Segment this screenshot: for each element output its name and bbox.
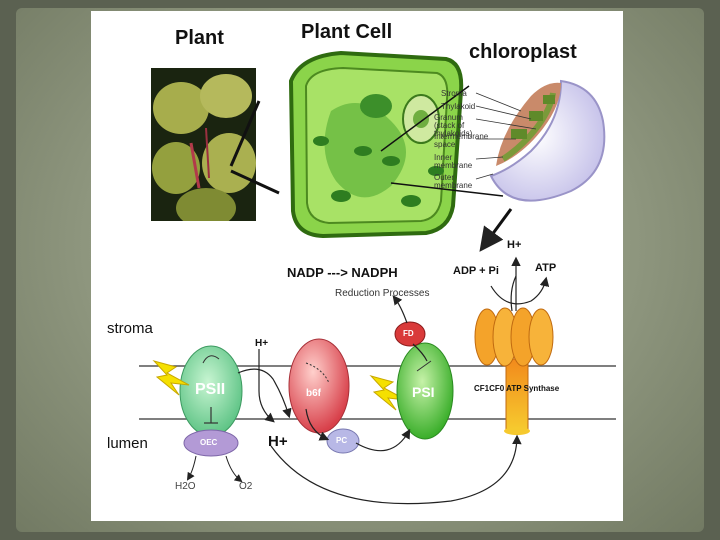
connector-line (390, 182, 504, 197)
plant-cell-title: Plant Cell (301, 21, 393, 43)
chloroplast-label: Thylakoid (441, 102, 476, 111)
adp-to-atp-arrow (490, 276, 550, 305)
psi-label: PSI (412, 384, 435, 400)
h-plus-out-arrow (510, 275, 517, 312)
pc-label: PC (336, 436, 348, 445)
slide-canvas: Plant Plant Cell chloroplast (91, 11, 623, 521)
atp-label: ATP (535, 262, 557, 274)
stroma-label: stroma (107, 320, 153, 337)
electron-flow-arrow (355, 428, 411, 452)
b6f-complex (288, 338, 350, 434)
atp-synthase (474, 307, 554, 435)
oxygen-label: O2 (239, 481, 253, 492)
water-label: H2O (175, 481, 196, 492)
reduction-arrow (392, 295, 408, 324)
plant-title: Plant (175, 27, 224, 49)
chloroplast-title: chloroplast (469, 41, 577, 63)
zoom-arrow (479, 208, 513, 252)
lumen-label: lumen (107, 435, 148, 452)
reduction-processes-label: Reduction Processes (335, 288, 430, 299)
photosynthesis-diagram (139, 50, 616, 505)
atp-synthase-label: CF1CF0 ATP Synthase (474, 384, 560, 393)
plant-cell (288, 50, 464, 239)
electron-flow-arrow (237, 368, 292, 419)
chloroplast-label: Inner membrane (434, 153, 473, 170)
h-plus-top-label: H+ (507, 239, 522, 251)
connector-line (230, 169, 280, 195)
psi-complex (396, 342, 454, 440)
h-plus-stroma-label: H+ (255, 338, 269, 349)
chloroplast-label: Granum (stack of thylakoids) (434, 113, 473, 138)
oec-label: OEC (200, 438, 218, 447)
fd-label: FD (403, 329, 414, 338)
plant-photo (151, 68, 256, 221)
chloroplast-label: Outer membrane (434, 173, 473, 190)
electron-flow-arrow (305, 408, 330, 441)
fd-complex (394, 321, 426, 347)
light-bolt-icon (152, 360, 190, 396)
chloroplast-label: Stroma (441, 89, 467, 98)
chloroplast-label: Intermembrane space (434, 132, 489, 149)
nadp-reaction-label: NADP ---> NADPH (287, 265, 398, 280)
adp-pi-label: ADP + Pi (453, 265, 499, 277)
pc-complex (326, 428, 360, 454)
light-bolt-icon (369, 375, 407, 411)
connector-line (380, 85, 470, 152)
b6f-label: b6f (306, 388, 321, 399)
h-plus-lumen-label: H+ (268, 433, 288, 450)
proton-gradient-arrow (270, 434, 522, 505)
chloroplast-cutaway (489, 79, 606, 202)
psii-label: PSII (195, 381, 226, 398)
oec-complex (183, 429, 239, 457)
connector-line (229, 100, 261, 167)
h-plus-in-arrow (258, 349, 275, 423)
